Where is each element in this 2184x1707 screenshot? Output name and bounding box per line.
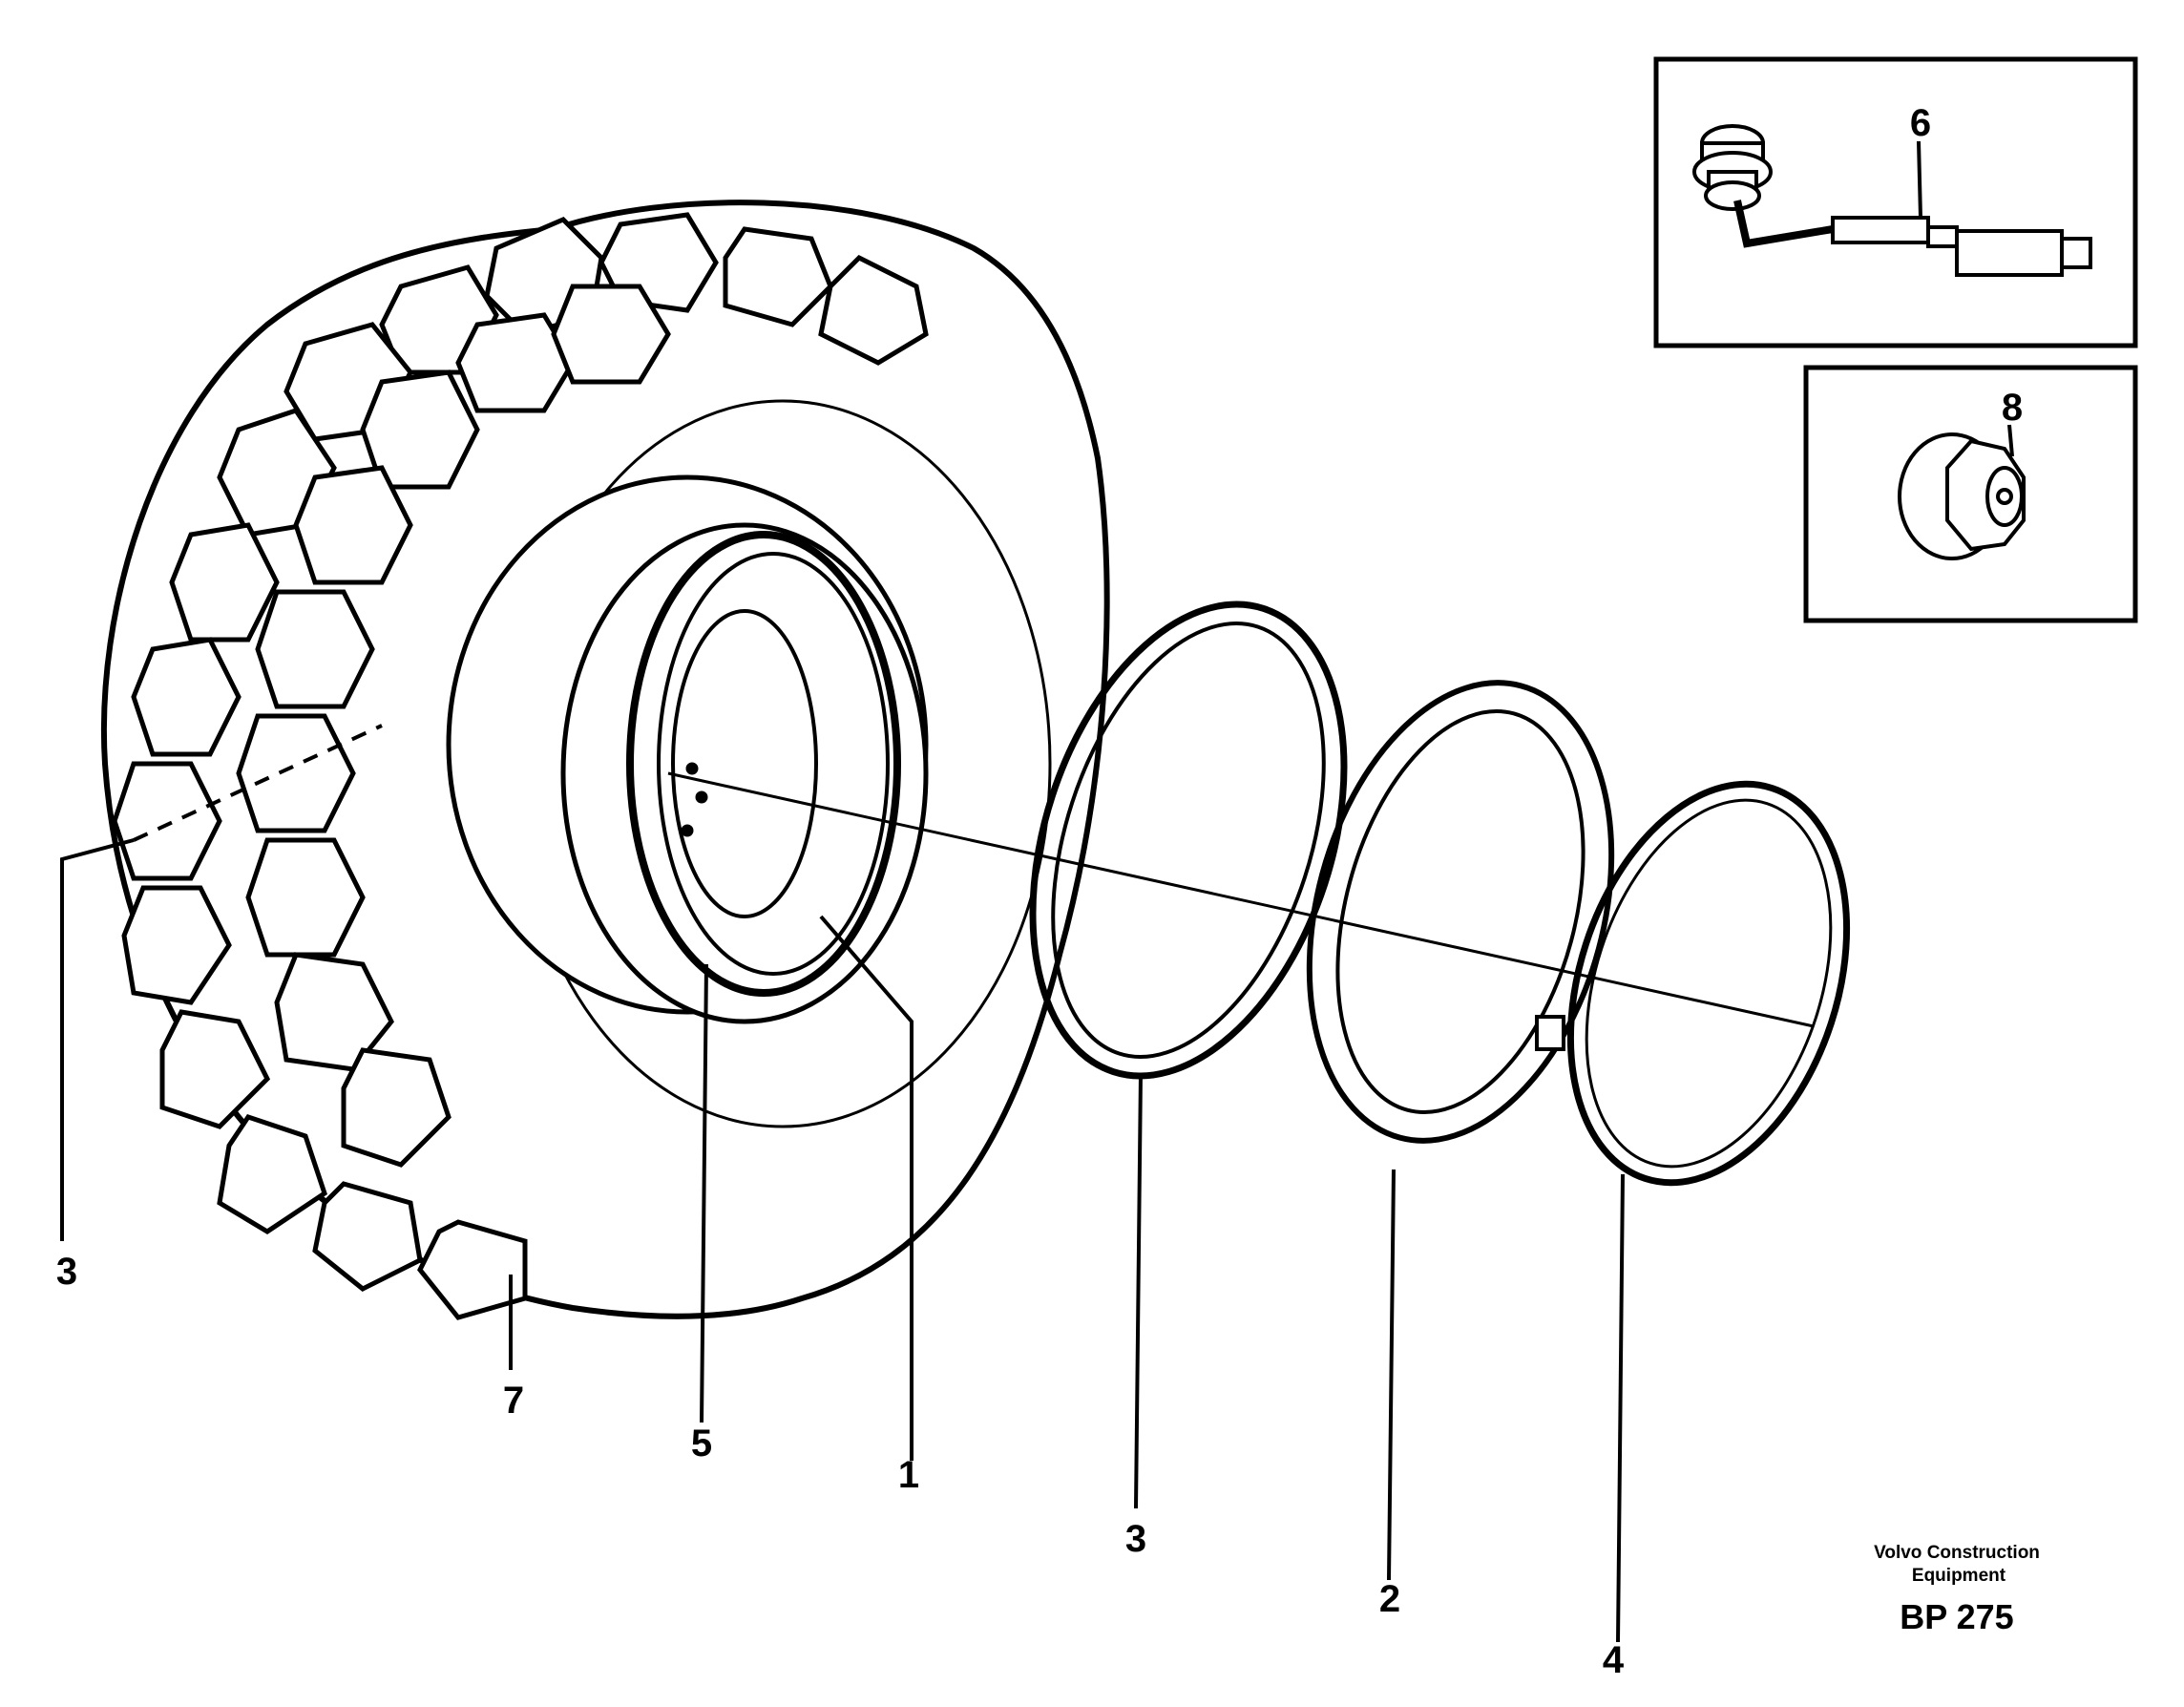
callout-8: 8 (2002, 387, 2023, 429)
callout-5: 5 (691, 1422, 712, 1465)
callout-7: 7 (503, 1380, 524, 1422)
nut-drawing (1898, 432, 2026, 560)
company-line-2: Equipment (1912, 1566, 2006, 1586)
inset-nut (1803, 365, 2138, 623)
callout-3-tire: 3 (56, 1251, 77, 1293)
tire-outer-outline (100, 200, 1110, 1319)
callout-4: 4 (1603, 1639, 1625, 1681)
diagram-code: BP 275 (1900, 1597, 2013, 1636)
tire (100, 200, 1110, 1320)
callout-2: 2 (1379, 1578, 1400, 1620)
valve-drawing (1692, 124, 2092, 277)
ring-2 (1306, 680, 1615, 1144)
inset-valve (1653, 56, 2138, 348)
assembly-axis-line (667, 771, 1815, 1028)
callout-1: 1 (898, 1454, 919, 1496)
ring-4 (1535, 780, 1851, 1187)
tread-blocks (112, 212, 929, 1320)
lock-ring-clip (1535, 1015, 1565, 1051)
company-line-1: Volvo Construction (1874, 1543, 2040, 1563)
callout-6: 6 (1910, 102, 1931, 144)
callout-3-ring: 3 (1125, 1518, 1146, 1560)
hidden-line (133, 724, 383, 842)
leader-lines (60, 140, 2014, 1643)
ring-3 (1029, 601, 1348, 1080)
rim (446, 474, 929, 1024)
